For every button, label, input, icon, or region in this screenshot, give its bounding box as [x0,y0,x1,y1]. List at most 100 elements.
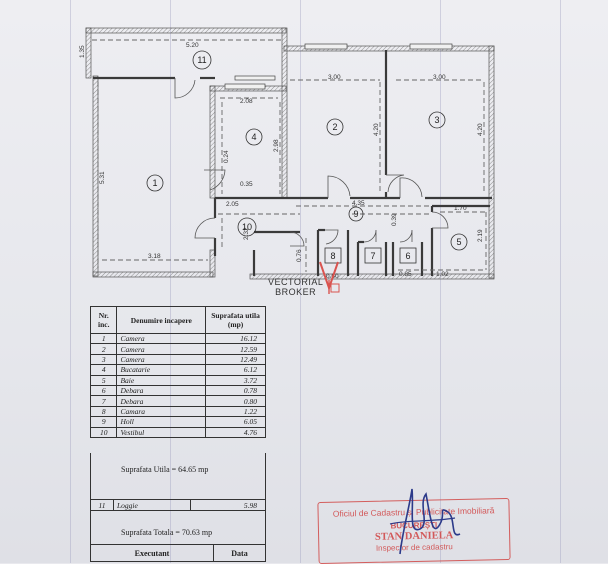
svg-text:0.76: 0.76 [296,249,303,262]
col-header-value: Suprafata utila (mp) [205,306,266,334]
svg-text:11: 11 [197,55,206,65]
room-area-cell: 1.22 [205,405,266,418]
svg-text:2.05: 2.05 [226,201,239,208]
svg-text:4.35: 4.35 [352,200,365,207]
room-number-cell: 8 [89,405,118,418]
room-area-cell: 0.78 [205,384,266,397]
svg-text:8: 8 [330,251,335,261]
room-8-label: 8 [324,247,342,264]
usable-area-text: Suprafata Utila = 64.65 mp [121,465,209,474]
svg-text:4.20: 4.20 [373,123,380,136]
room-area-cell: 3.72 [205,374,266,386]
svg-text:5.31: 5.31 [99,171,106,184]
svg-text:4: 4 [251,132,256,142]
room-3-label: 3 [428,111,446,129]
table-header-row: Nr. inc. Denumire incapere Suprafata uti… [89,306,266,334]
loggie-nr: 11 [90,499,114,511]
svg-text:6: 6 [405,251,410,261]
svg-text:2.98: 2.98 [273,139,280,152]
room-4-label: 4 [245,128,263,146]
ruled-line [300,0,301,563]
ruled-line [440,0,441,563]
room-10-label: 10 [237,217,257,237]
room-name-cell: Baie [116,374,207,386]
svg-text:2.08: 2.08 [240,98,253,105]
col-header-name: Denumire incapere [116,306,207,334]
ruled-line [560,0,561,563]
svg-text:1.70: 1.70 [454,205,467,212]
room-area-cell: 16.12 [205,332,266,345]
svg-text:7: 7 [370,251,375,261]
svg-text:2.32: 2.32 [243,227,250,240]
room-name-cell: Holl [116,416,207,428]
room-number-cell: 9 [89,416,118,428]
dimension-labels: 5.20 1.35 3.00 3.00 2.08 2.98 4.20 4.20 … [79,42,484,280]
room-area-cell: 12.49 [205,353,266,366]
executant-footer-table: Executant Data [90,544,266,562]
room-number-cell: 3 [89,353,118,366]
room-number-cell: 5 [89,374,118,386]
col-header-nr: Nr. inc. [89,306,118,334]
svg-text:1.35: 1.35 [79,45,86,58]
room-number-cell: 7 [89,395,118,407]
svg-text:5.20: 5.20 [186,42,199,49]
room-area-cell: 12.59 [205,343,266,355]
inner-walls [93,50,492,276]
table-row: 11 Loggie 5.98 [90,499,266,511]
ruled-line [170,0,171,563]
svg-text:2: 2 [332,122,337,132]
room-number-cell: 6 [89,384,118,397]
room-area-cell: 0.80 [205,395,266,407]
svg-text:0.39: 0.39 [391,213,398,226]
svg-text:0.85: 0.85 [399,271,412,278]
svg-text:9: 9 [353,209,358,219]
svg-text:1: 1 [152,178,157,188]
room-number-cell: 4 [89,364,118,376]
date-header: Data [213,544,266,562]
loggie-row-table: 11 Loggie 5.98 [90,499,266,511]
watermark-text: VECTORIAL BROKER [268,277,324,297]
room-name-cell: Debara [116,395,207,407]
room-7-label: 7 [364,247,382,264]
svg-text:0.35: 0.35 [240,181,253,188]
room-area-cell: 4.76 [205,426,266,438]
executant-header: Executant [90,544,214,562]
usable-area-box: Suprafata Utila = 64.65 mp [90,453,266,500]
svg-text:3.00: 3.00 [328,74,341,81]
room-name-cell: Vestibul [116,426,207,438]
svg-text:3: 3 [434,115,439,125]
room-name-cell: Camera [116,343,207,355]
room-name-cell: Camera [116,332,207,345]
floor-plan: 5.20 1.35 3.00 3.00 2.08 2.98 4.20 4.20 … [79,27,495,280]
svg-text:5: 5 [456,237,461,247]
windows [224,43,453,90]
room-name-cell: Bucatarie [116,364,207,376]
room-area-cell: 6.12 [205,364,266,376]
rooms-table: Nr. inc. Denumire incapere Suprafata uti… [89,306,266,438]
room-number-cell: 2 [89,343,118,355]
room-area-cell: 6.05 [205,416,266,428]
room-name-cell: Debara [116,384,207,397]
svg-text:1.02: 1.02 [436,271,449,278]
room-number-cell: 1 [89,332,118,345]
total-area-text: Suprafata Totala = 70.63 mp [121,528,213,537]
room-6-label: 6 [399,247,417,264]
room-11-label: 11 [192,50,212,70]
svg-text:10: 10 [242,222,252,232]
handwritten-signature [389,488,461,555]
room-labels: 1 2 3 4 5 6 7 8 9 10 11 [146,50,468,264]
svg-text:3.18: 3.18 [148,253,161,260]
svg-text:3.00: 3.00 [433,74,446,81]
svg-text:4.20: 4.20 [477,123,484,136]
watermark-logo-icon [319,261,340,294]
room-1-label: 1 [146,174,164,192]
dimension-lines [92,39,487,272]
total-area-box: Suprafata Totala = 70.63 mp [90,510,266,545]
room-2-label: 2 [326,118,344,136]
